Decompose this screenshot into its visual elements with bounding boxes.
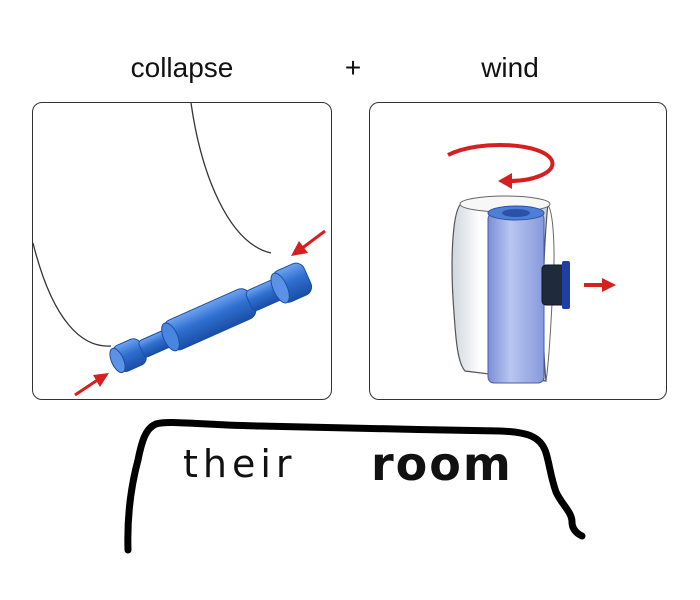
handwritten-word-room: room [371,437,513,491]
handwritten-word-their: their [183,442,297,486]
collapse-illustration [33,103,326,397]
caption-plus: + [344,52,362,83]
rope-curve-icon [33,242,112,347]
pull-arrow-icon [584,278,616,292]
caption-wind: wind [481,52,539,83]
wind-panel [369,102,667,400]
caption-collapse: collapse [130,52,234,83]
wind-illustration [447,143,616,384]
collapsible-tube-icon [109,262,313,374]
compress-arrow-right-icon [291,229,326,256]
handwritten-outline [124,418,586,554]
rotation-arrow-icon [447,143,555,189]
side-plug-icon [541,261,570,309]
blue-roll-icon [487,205,545,384]
rope-curve-icon [190,103,272,254]
compress-arrow-left-icon [74,373,109,397]
collapse-panel [32,102,332,400]
